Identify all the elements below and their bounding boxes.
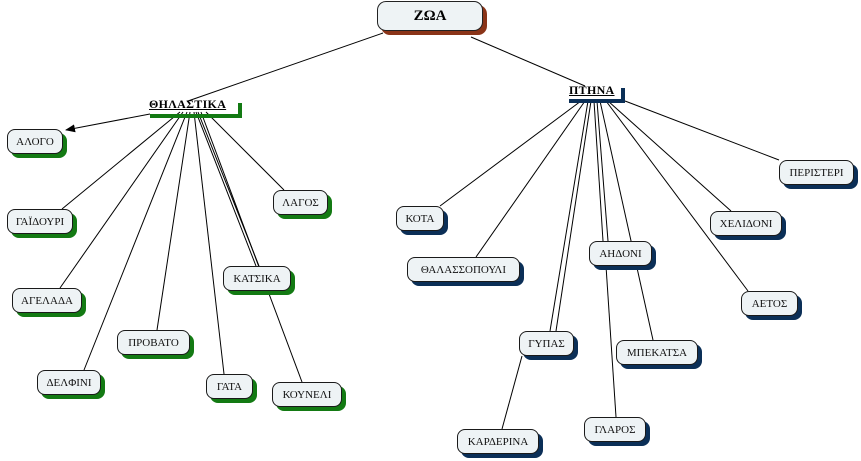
node-vulture[interactable]: ΓΥΠΑΣ (519, 331, 574, 356)
node-label: ΑΗΔΟΝΙ (599, 247, 642, 260)
node-label: ΔΕΛΦΙΝΙ (46, 376, 92, 389)
node-label: ΚΑΡΔΕΡΙΝΑ (467, 435, 529, 448)
node-label: ΧΕΛΙΔΟΝΙ (719, 217, 773, 230)
node-cat[interactable]: ΓΑΤΑ (206, 374, 253, 399)
node-label: ΛΑΓΟΣ (282, 196, 319, 209)
mammals-corner-bar (238, 103, 242, 118)
node-label: ΓΛΑΡΟΣ (594, 423, 636, 436)
node-label: ΑΕΤΟΣ (751, 297, 788, 310)
connector-birds-to-eagle (605, 100, 749, 292)
node-nightingale[interactable]: ΑΗΔΟΝΙ (589, 241, 652, 266)
node-label: ΓΑΪΔΟΥΡΙ (15, 215, 65, 228)
connector-mammals-to-cat (193, 111, 225, 375)
connector-birds-to-goldfinch (501, 355, 523, 430)
node-label: ΘΑΛΑΣΣΟΠΟΥΛΙ (420, 263, 507, 276)
node-label: ΜΠΕΚΑΤΣΑ (626, 346, 688, 359)
connector-birds-to-hen (439, 100, 582, 207)
connector-mammals-to-dolphin (83, 111, 188, 371)
connector-birds-to-nightingale-b (596, 100, 609, 242)
connector-birds-to-pigeon (624, 100, 780, 161)
category-birds[interactable]: ΠΤΗΝΑ (569, 83, 615, 97)
node-label: ΑΓΕΛΑΔΑ (21, 294, 73, 307)
connector-birds-to-woodcock (599, 100, 654, 341)
node-label: ΚΟΥΝΕΛΙ (282, 388, 332, 401)
node-dolphin[interactable]: ΔΕΛΦΙΝΙ (37, 370, 101, 395)
node-woodcock[interactable]: ΜΠΕΚΑΤΣΑ (616, 340, 698, 365)
node-label: ΚΟΤΑ (405, 212, 435, 225)
node-label: ΚΑΤΣΙΚΑ (233, 272, 281, 285)
connector-mammals-to-cow (59, 111, 184, 289)
connector-birds-to-seagull-bird (475, 100, 586, 258)
mammals-underline-bar (150, 114, 242, 118)
node-goat[interactable]: ΚΑΤΣΙΚΑ (223, 266, 291, 291)
category-mammals[interactable]: ΘΗΛΑΣΤΙΚΑ (149, 97, 227, 111)
node-seagull-bird[interactable]: ΘΑΛΑΣΣΟΠΟΥΛΙ (407, 257, 520, 282)
node-pigeon[interactable]: ΠΕΡΙΣΤΕΡΙ (779, 160, 854, 185)
node-label: ΓΑΤΑ (216, 380, 243, 393)
node-label: ΠΕΡΙΣΤΕΡΙ (789, 166, 844, 179)
connector-mammals-to-goat-a (195, 111, 257, 267)
birds-underline-bar (569, 99, 625, 103)
node-donkey[interactable]: ΓΑΪΔΟΥΡΙ (7, 209, 73, 234)
node-label: ΠΡΟΒΑΤΟ (128, 336, 179, 349)
root-label: ΖΩΑ (413, 7, 447, 24)
node-eagle[interactable]: ΑΕΤΟΣ (741, 291, 798, 316)
connector-mammals-to-donkey (61, 111, 181, 210)
node-swallow[interactable]: ΧΕΛΙΔΟΝΙ (710, 211, 782, 236)
connector-birds-to-swallow (607, 100, 732, 212)
connector-birds-to-gull (605, 265, 617, 418)
connector-birds-to-vulture-a (549, 100, 589, 332)
node-hen[interactable]: ΚΟΤΑ (396, 206, 444, 231)
connector-root-to-mammals (187, 32, 384, 102)
root-node-animals[interactable]: ΖΩΑ (377, 1, 483, 31)
birds-corner-bar (621, 88, 625, 103)
connector-birds-to-nightingale-a (593, 100, 604, 242)
node-label: ΑΛΟΓΟ (16, 135, 54, 148)
node-hare[interactable]: ΛΑΓΟΣ (273, 190, 328, 215)
node-label: ΓΥΠΑΣ (528, 337, 565, 350)
node-cow[interactable]: ΑΓΕΛΑΔΑ (12, 288, 82, 313)
node-gull[interactable]: ΓΛΑΡΟΣ (584, 417, 646, 442)
node-horse[interactable]: ΑΛΟΓΟ (7, 129, 63, 154)
connector-mammals-to-rabbit (200, 111, 303, 383)
connector-mammals-to-horse (65, 113, 151, 133)
node-rabbit[interactable]: ΚΟΥΝΕΛΙ (272, 382, 342, 407)
connector-birds-to-vulture-b (555, 100, 592, 332)
node-goldfinch[interactable]: ΚΑΡΔΕΡΙΝΑ (457, 429, 539, 454)
connector-root-to-birds (470, 36, 586, 87)
connector-mammals-to-sheep (156, 111, 191, 331)
connector-mammals-to-hare (205, 111, 285, 191)
node-sheep[interactable]: ΠΡΟΒΑΤΟ (117, 330, 190, 355)
